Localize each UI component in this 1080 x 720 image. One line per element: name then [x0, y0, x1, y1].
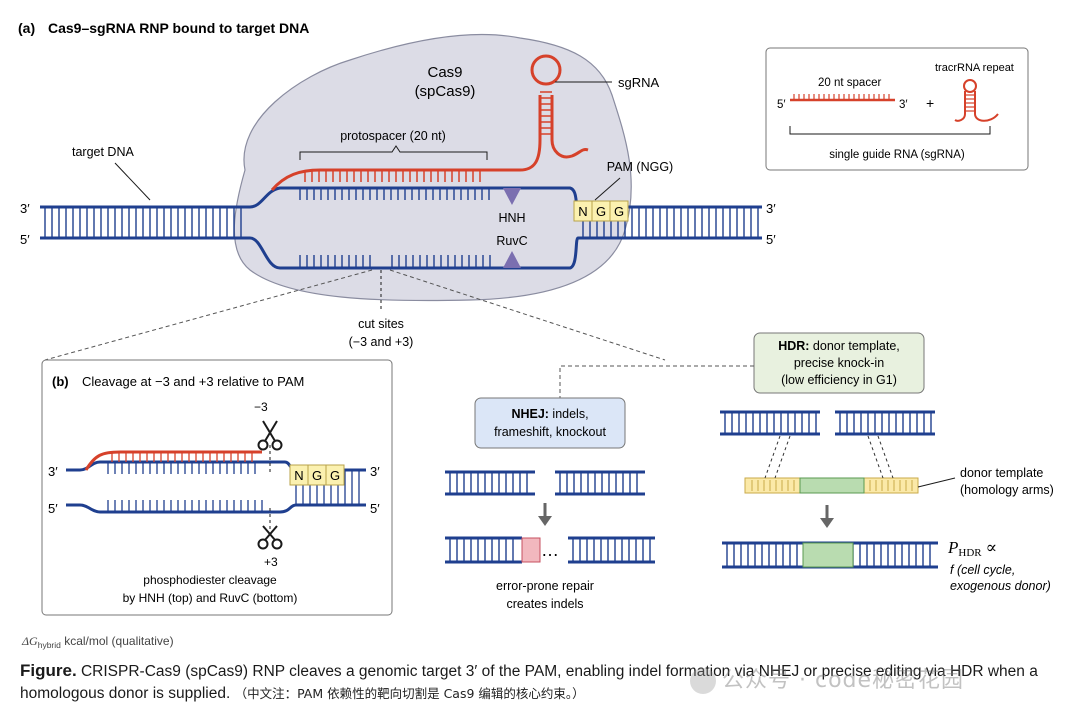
watermark: 公众号 · code秘密花园 [690, 662, 964, 694]
pam-base: G [330, 468, 340, 483]
plus3-label: +3 [264, 555, 278, 569]
figure-caption: Figure. CRISPR-Cas9 (spCas9) RNP cleaves… [20, 660, 1060, 705]
b-note-line2: by HNH (top) and RuvC (bottom) [123, 591, 298, 605]
sgrna-molecule [270, 54, 589, 191]
dna-end-5-right: 5′ [766, 232, 776, 247]
inset-tracr-label: tracrRNA repeat [935, 62, 1014, 74]
f-line2: exogenous donor) [950, 579, 1051, 593]
nhej-box [474, 397, 626, 449]
pam-base: G [596, 204, 606, 219]
sgrna-inset [765, 47, 1029, 171]
protospacer-label: protospacer (20 nt) [340, 129, 446, 143]
donor-insert [799, 477, 865, 494]
watermark-text: 公众号 · code秘密花园 [722, 668, 965, 693]
caption-lead: Figure. [20, 661, 77, 680]
inset-end5: 5′ [777, 99, 786, 111]
protospacer-brace [299, 145, 488, 160]
scissors-top-icon [257, 420, 283, 451]
b-end-3-right: 3′ [370, 464, 380, 479]
hnh-domain-icon [503, 188, 521, 205]
b-end-3-left: 3′ [48, 464, 58, 479]
homology-guide [764, 435, 781, 479]
pam-base: G [614, 204, 624, 219]
dna-end-3-right: 3′ [766, 201, 776, 216]
pam-base-box [609, 200, 629, 222]
donor-label-1: donor template [960, 466, 1043, 480]
homology-guide [774, 435, 791, 479]
hnh-label: HNH [498, 211, 525, 225]
ruvc-label: RuvC [496, 234, 527, 248]
minus3-label: −3 [254, 400, 268, 414]
ruvc-domain-icon [503, 251, 521, 268]
nhej-result-1: error-prone repair [496, 579, 594, 593]
nhej-result-2: creates indels [506, 597, 583, 611]
hdr-box [753, 332, 925, 394]
b-note-line1: phosphodiester cleavage [143, 573, 277, 587]
indel-site [521, 537, 541, 563]
panel-b-tag: (b) [52, 374, 69, 389]
pam-base: N [578, 204, 587, 219]
sgrna-label: sgRNA [618, 75, 660, 90]
b-end-5-left: 5′ [48, 501, 58, 516]
inset-end3: 3′ [899, 99, 908, 111]
homology-guide [877, 435, 894, 479]
guide-rna-strand [84, 450, 262, 471]
nhej-line1: NHEJ: indels, [511, 407, 588, 421]
inset-plus: + [926, 95, 934, 111]
donor-label-2: (homology arms) [960, 483, 1054, 497]
nhej-line2: frameshift, knockout [494, 425, 606, 439]
cas9-protein [233, 33, 632, 302]
cas9-label: Cas9 [427, 64, 462, 81]
hdr-arrow-icon [820, 518, 834, 528]
homology-guide [867, 435, 884, 479]
b-strand-bottom [66, 503, 366, 514]
cut-sites-label: cut sites [358, 317, 404, 331]
panel-a-title: Cas9–sgRNA RNP bound to target DNA [48, 20, 309, 36]
inset-spacer-label: 20 nt spacer [818, 77, 881, 89]
knock-in-insert [802, 542, 854, 568]
footnote: ΔGhybrid kcal/mol (qualitative) [21, 634, 174, 650]
caption-text: CRISPR-Cas9 (spCas9) RNP cleaves a genom… [20, 663, 1038, 702]
target-dna-label: target DNA [72, 145, 134, 159]
cas9-sub-label: (spCas9) [415, 83, 476, 100]
panel-a-tag: (a) [18, 20, 35, 36]
p-hdr-formula: PHDR∝ [947, 538, 997, 559]
panel-b-box [41, 359, 393, 616]
panel-b-title: Cleavage at −3 and +3 relative to PAM [82, 374, 304, 389]
cut-sites-sub: (−3 and +3) [349, 335, 414, 349]
nhej-pathway [445, 470, 655, 564]
caption-cn: （中文注：PAM 依赖性的靶向切割是 Cas9 编辑的核心约束。） [234, 686, 585, 701]
hdr-line3: (low efficiency in G1) [781, 373, 897, 387]
pam-base: N [294, 468, 303, 483]
dna-end-5-left: 5′ [20, 232, 30, 247]
pam-base-box [325, 464, 345, 486]
hdr-line2: precise knock-in [794, 356, 884, 370]
hdr-pathway [720, 410, 938, 569]
scissors-bottom-icon [257, 525, 283, 550]
nhej-arrow-icon [538, 516, 552, 526]
watermark-logo-icon [690, 668, 716, 694]
b-end-5-right: 5′ [370, 501, 380, 516]
inset-sgrna-label: single guide RNA (sgRNA) [829, 149, 965, 161]
dna-strand-bottom-open [249, 236, 580, 270]
tracrrna-hairpin [954, 79, 999, 122]
pam-label: PAM (NGG) [607, 160, 673, 174]
crispr-figure: (a) Cas9–sgRNA RNP bound to target DNA C… [18, 20, 1054, 650]
nhej-ellipsis: … [541, 540, 559, 560]
f-line1: f (cell cycle, [950, 563, 1015, 577]
hdr-line1: HDR: donor template, [778, 339, 900, 353]
pam-base: G [312, 468, 322, 483]
dna-end-3-left: 3′ [20, 201, 30, 216]
